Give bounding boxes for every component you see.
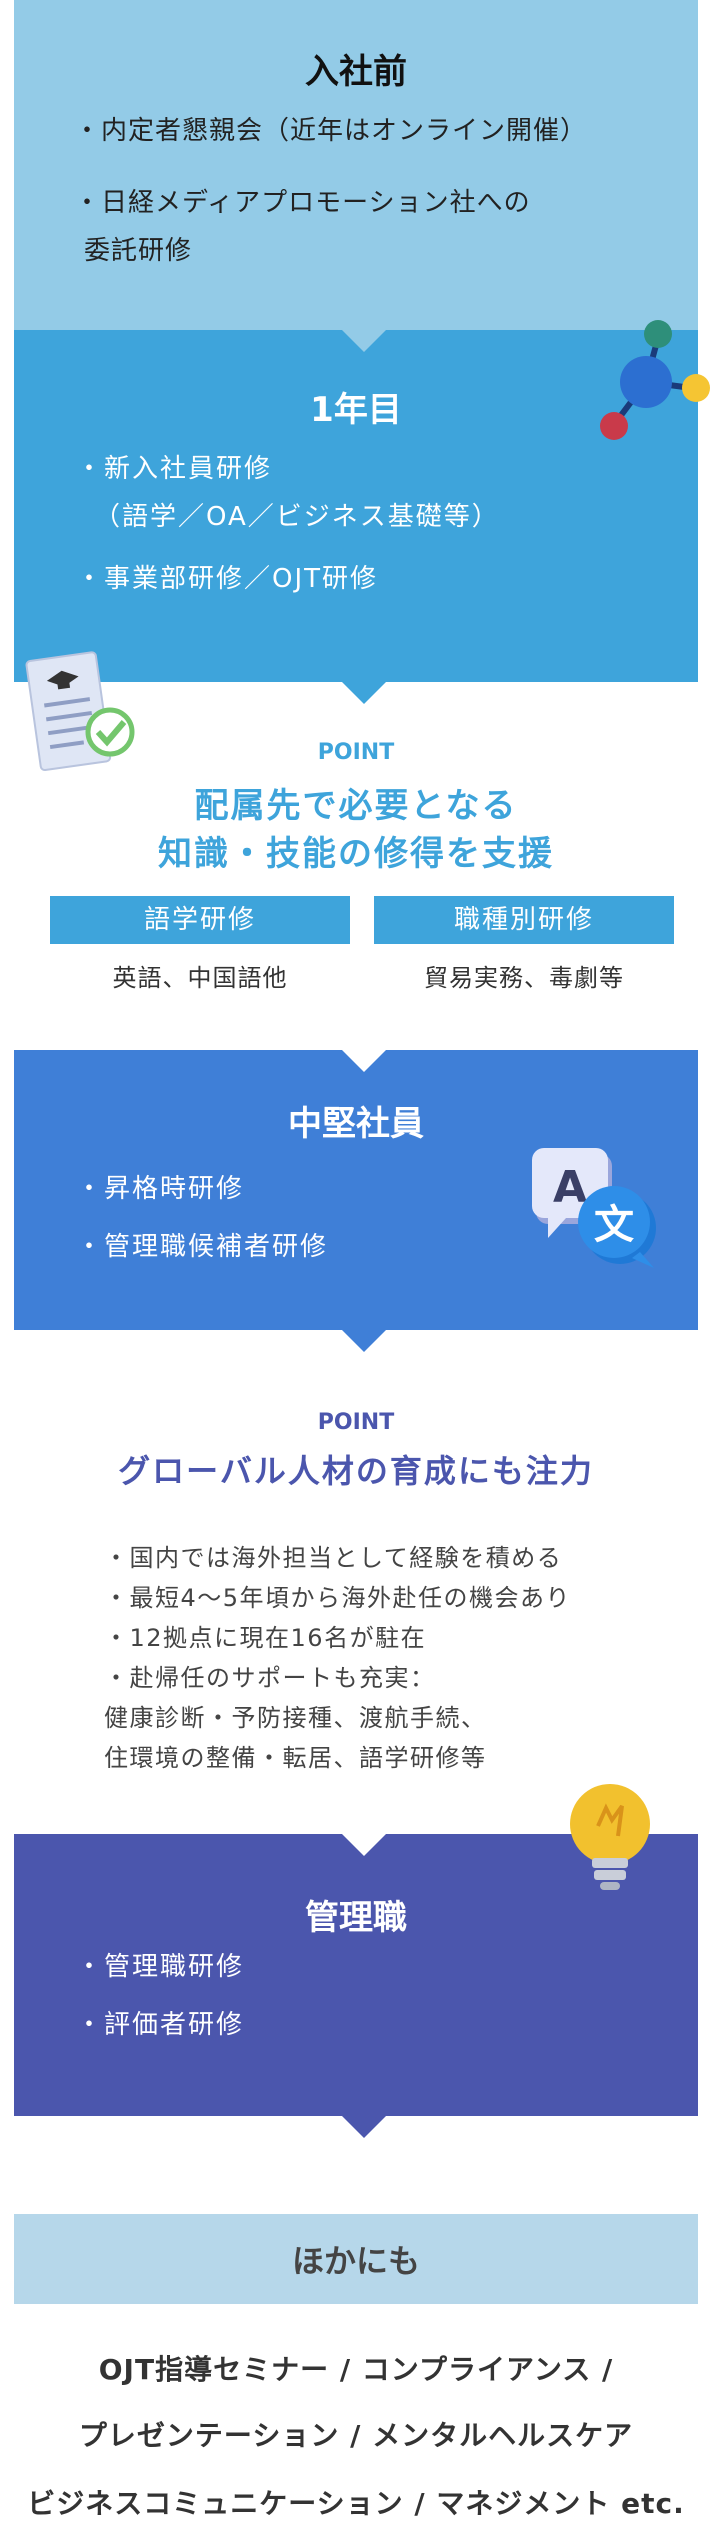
point2-item: ・赴帰任のサポートも充実： [104, 1664, 436, 1692]
others-line: ビジネスコミュニケーション / マネジメント etc. [27, 2487, 685, 2520]
tag-job-training: 職種別研修 [374, 896, 674, 944]
tag-job-training-sub: 貿易実務、毒劇等 [424, 964, 624, 992]
mid-career-item: ・管理職候補者研修 [76, 1232, 329, 1262]
lightbulb-icon [570, 1784, 650, 1890]
year1-item: ・事業部研修／OJT研修 [76, 564, 379, 594]
point2-heading: グローバル人材の育成にも注力 [118, 1452, 594, 1490]
mid-career-arrow [342, 1330, 386, 1352]
mid-career-title: 中堅社員 [288, 1104, 424, 1144]
manager-item: ・評価者研修 [76, 2010, 245, 2040]
point2-item: ・国内では海外担当として経験を積める [104, 1544, 563, 1572]
manager-item: ・管理職研修 [76, 1952, 245, 1982]
year1-item: （語学／OA／ビジネス基礎等） [94, 502, 500, 532]
year1-item: ・新入社員研修 [76, 454, 273, 484]
mid-career-section: 中堅社員 ・昇格時研修 ・管理職候補者研修 [14, 1050, 698, 1330]
point2-label: POINT [317, 1410, 395, 1435]
manager-title: 管理職 [305, 1898, 407, 1938]
pre-join-item: 委託研修 [84, 236, 193, 266]
certificate-icon [25, 651, 135, 772]
manager-arrow [342, 2116, 386, 2138]
year1-arrow [342, 682, 386, 704]
mid-career-item: ・昇格時研修 [76, 1174, 245, 1204]
molecule-icon [600, 320, 710, 440]
manager-top-notch [342, 1834, 386, 1856]
svg-text:A: A [553, 1162, 587, 1213]
others-line: プレゼンテーション / メンタルヘルスケア [78, 2419, 634, 2452]
pre-join-title: 入社前 [305, 52, 407, 92]
others-line: OJT指導セミナー / コンプライアンス / [98, 2353, 614, 2386]
pre-join-item: ・日経メディアプロモーション社への [74, 188, 531, 218]
year1-top-notch [342, 330, 386, 352]
mid-career-top-notch [342, 1050, 386, 1072]
svg-text:文: 文 [594, 1202, 634, 1248]
manager-section: 管理職 ・管理職研修 ・評価者研修 [14, 1834, 698, 2116]
pre-join-section: 入社前 ・内定者懇親会（近年はオンライン開催） ・日経メディアプロモーション社へ… [14, 0, 698, 330]
point1-heading: 知識・技能の修得を支援 [158, 834, 554, 874]
pre-join-item: ・内定者懇親会（近年はオンライン開催） [74, 116, 588, 146]
others-section: ほかにも [14, 2214, 698, 2304]
year1-title: 1年目 [310, 390, 402, 430]
others-title: ほかにも [291, 2242, 420, 2280]
translate-icon: A 文 [532, 1148, 656, 1268]
point2-item: ・12拠点に現在16名が駐在 [104, 1624, 427, 1652]
tag-language-training-sub: 英語、中国語他 [112, 964, 288, 992]
tag-language-training: 語学研修 [50, 896, 350, 944]
point2-item: ・最短4～5年頃から海外赴任の機会あり [104, 1584, 572, 1612]
point2-item: 健康診断・予防接種、渡航手続、 [104, 1704, 487, 1732]
point2-item: 住環境の整備・転居、語学研修等 [104, 1744, 487, 1772]
year1-section: 1年目 ・新入社員研修 （語学／OA／ビジネス基礎等） ・事業部研修／OJT研修 [14, 330, 698, 682]
point1-label: POINT [317, 740, 395, 765]
point1-heading: 配属先で必要となる [194, 786, 518, 826]
